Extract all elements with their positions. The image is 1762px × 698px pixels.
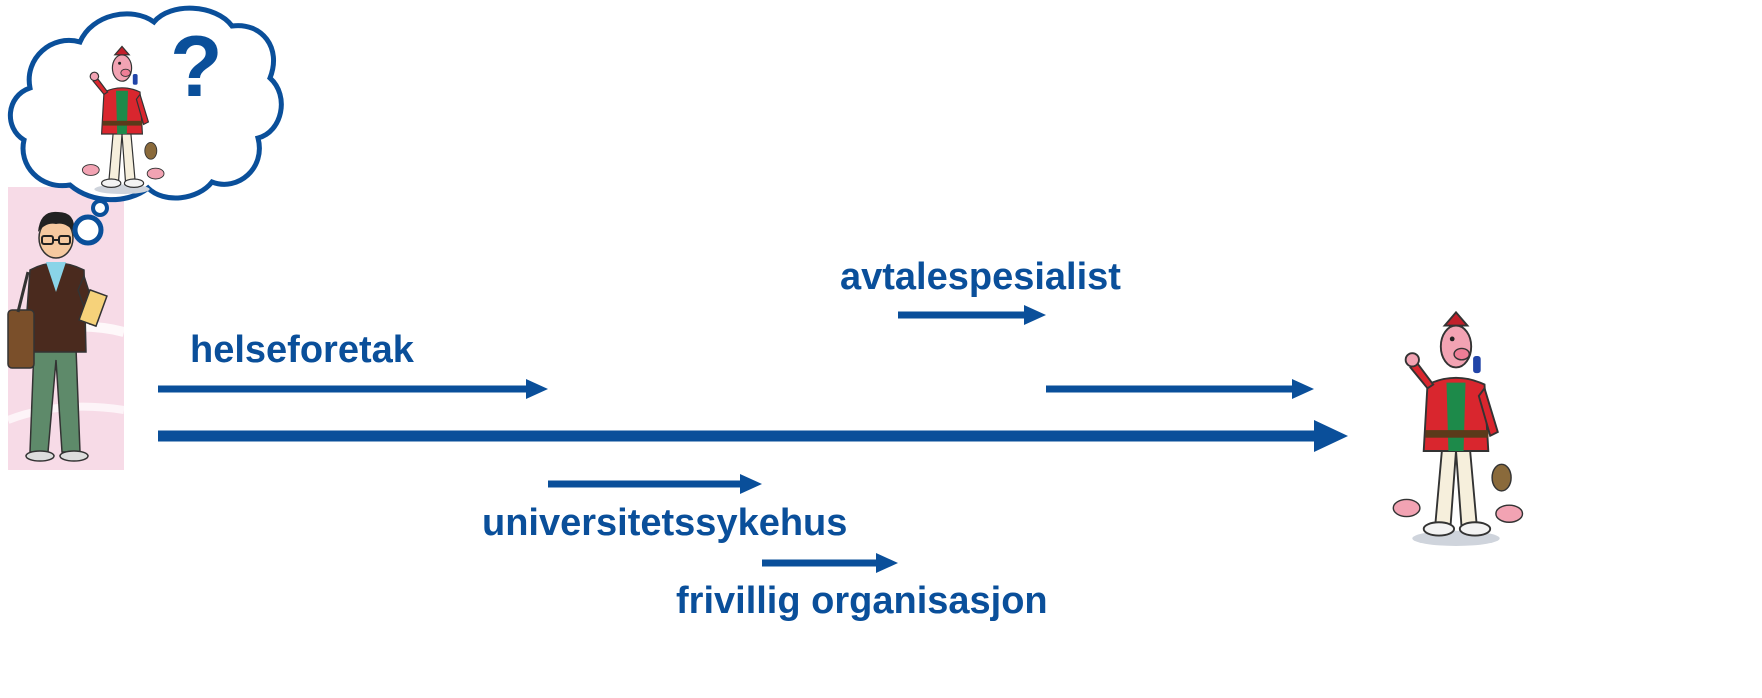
arrows-group (158, 305, 1348, 573)
thought-trail (72, 199, 109, 246)
label-helseforetak: helseforetak (190, 329, 414, 371)
arrow-avtalespesialist-out (1046, 379, 1314, 399)
arrow-universitetssykehus-head (740, 474, 762, 494)
arrow-avtalespesialist-head (1024, 305, 1046, 325)
student-illustration (6, 187, 126, 470)
arrow-frivillig (762, 553, 898, 573)
arrow-avtalespesialist-out-head (1292, 379, 1314, 399)
arrow-helseforetak-head (526, 379, 548, 399)
thought-cloud (7, 5, 284, 203)
arrow-universitetssykehus (548, 474, 762, 494)
label-universitetssykehus: universitetssykehus (482, 502, 848, 544)
arrow-frivillig-head (876, 553, 898, 573)
figure-goal (1382, 302, 1570, 572)
label-frivillig-organisasjon: frivillig organisasjon (676, 580, 1048, 622)
arrow-main (158, 420, 1348, 452)
arrow-avtalespesialist (898, 305, 1046, 325)
label-avtalespesialist: avtalespesialist (840, 256, 1121, 298)
arrow-helseforetak (158, 379, 548, 399)
arrow-main-head (1314, 420, 1348, 452)
question-mark: ? (170, 19, 223, 115)
